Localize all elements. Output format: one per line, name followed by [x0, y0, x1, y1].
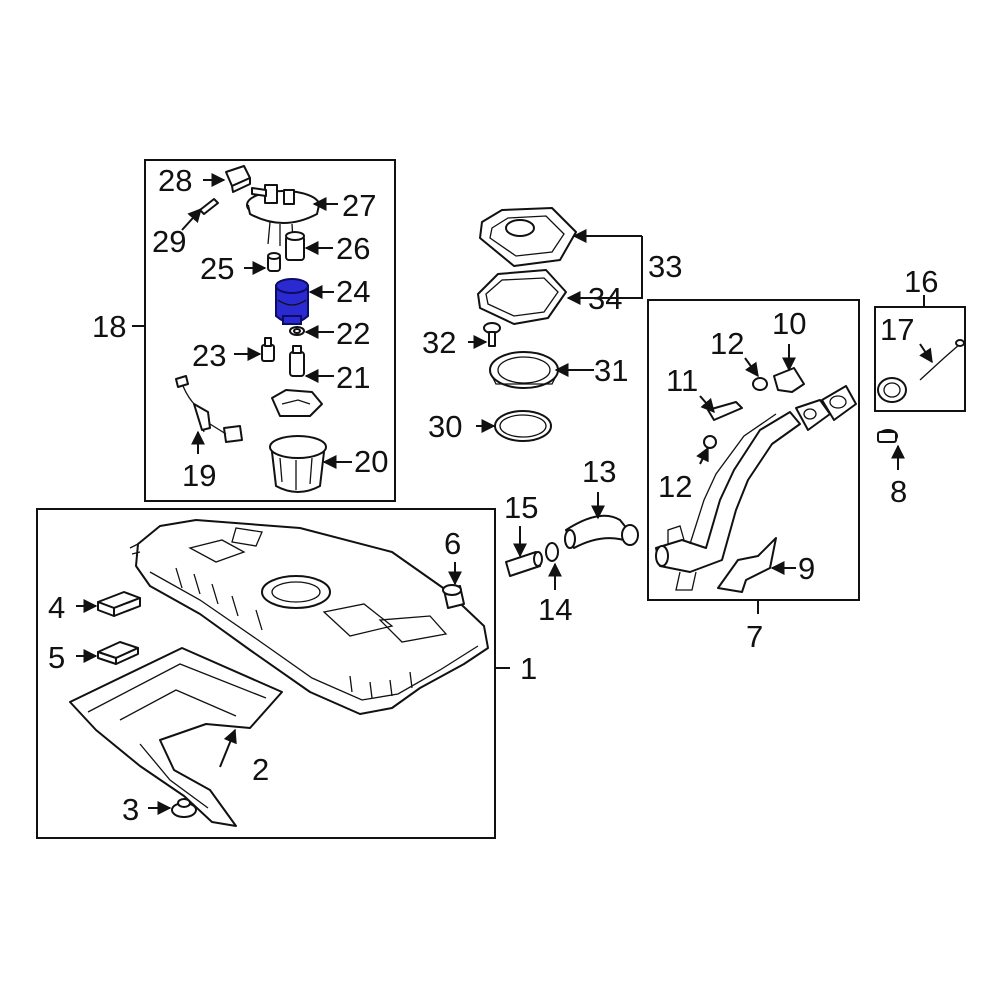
filler-neck-group-box — [647, 299, 860, 601]
callout-2[interactable]: 2 — [252, 752, 269, 787]
part-27-pump-flange[interactable] — [246, 184, 320, 246]
callout-22[interactable]: 22 — [336, 316, 370, 351]
part-23-regulator[interactable] — [261, 337, 275, 362]
part-filler-pipe[interactable] — [655, 385, 857, 591]
fuel-door-group-box — [874, 306, 966, 412]
callout-29[interactable]: 29 — [152, 224, 186, 259]
fuel-pump-group-box — [144, 159, 396, 502]
part-12-clamp-lower[interactable] — [703, 435, 717, 449]
callout-10[interactable]: 10 — [772, 306, 806, 341]
callout-33[interactable]: 33 — [648, 249, 682, 284]
part-fuel-cap[interactable] — [877, 377, 907, 403]
part-26-filter[interactable] — [285, 231, 305, 261]
part-15-hose[interactable] — [505, 551, 543, 577]
part-17-tether[interactable] — [919, 339, 965, 381]
callout-12-lower[interactable]: 12 — [658, 469, 692, 504]
part-25-sensor[interactable] — [267, 252, 281, 272]
callout-13[interactable]: 13 — [582, 454, 616, 489]
part-12-clamp-upper[interactable] — [752, 377, 768, 391]
part-29-pin[interactable] — [199, 198, 219, 215]
callout-30[interactable]: 30 — [428, 409, 462, 444]
callout-14[interactable]: 14 — [538, 592, 572, 627]
part-22-o-ring[interactable] — [289, 326, 305, 336]
callout-31[interactable]: 31 — [594, 353, 628, 388]
part-34-gasket[interactable] — [477, 269, 567, 325]
part-1-fuel-tank[interactable] — [129, 519, 489, 715]
part-11-hose[interactable] — [707, 401, 743, 421]
part-8-screw[interactable] — [877, 429, 898, 443]
callout-20[interactable]: 20 — [354, 444, 388, 479]
part-13-hose[interactable] — [564, 514, 639, 549]
callout-11[interactable]: 11 — [666, 363, 698, 398]
part-33-cover-plate[interactable] — [479, 207, 577, 267]
callout-5[interactable]: 5 — [48, 640, 65, 675]
callout-4[interactable]: 4 — [48, 590, 65, 625]
part-31-lock-ring[interactable] — [489, 351, 559, 389]
callout-15[interactable]: 15 — [504, 490, 538, 525]
part-20-reservoir[interactable] — [269, 435, 327, 493]
callout-12-upper[interactable]: 12 — [710, 326, 744, 361]
part-32-bolt[interactable] — [483, 322, 501, 347]
callout-1[interactable]: 1 — [520, 651, 537, 686]
part-4-pad[interactable] — [97, 591, 141, 617]
callout-3[interactable]: 3 — [122, 792, 139, 827]
callout-27[interactable]: 27 — [342, 188, 376, 223]
callout-8[interactable]: 8 — [890, 474, 907, 509]
callout-18[interactable]: 18 — [92, 309, 126, 344]
callout-6[interactable]: 6 — [444, 526, 461, 561]
part-14-clamp[interactable] — [545, 542, 559, 562]
callout-7[interactable]: 7 — [746, 619, 763, 654]
callout-9[interactable]: 9 — [798, 551, 815, 586]
callout-26[interactable]: 26 — [336, 231, 370, 266]
part-21-fuel-pump[interactable] — [289, 345, 305, 377]
part-3-clip[interactable] — [171, 798, 197, 818]
part-30-o-ring[interactable] — [494, 410, 552, 442]
part-10-bracket[interactable] — [773, 367, 805, 393]
part-5-pad[interactable] — [97, 641, 139, 665]
callout-28[interactable]: 28 — [158, 163, 192, 198]
callout-24[interactable]: 24 — [336, 274, 370, 309]
callout-25[interactable]: 25 — [200, 251, 234, 286]
part-9-bracket[interactable] — [717, 537, 777, 593]
leader-lines — [76, 173, 933, 815]
fuel-tank-group-box — [36, 508, 496, 839]
part-19-level-sender[interactable] — [175, 375, 243, 443]
callout-16[interactable]: 16 — [904, 264, 938, 299]
callout-23[interactable]: 23 — [192, 338, 226, 373]
part-28-connector[interactable] — [225, 165, 251, 193]
part-24-fuel-filter-highlighted[interactable] — [275, 278, 309, 325]
callout-32[interactable]: 32 — [422, 325, 456, 360]
callout-17[interactable]: 17 — [880, 312, 914, 347]
callout-21[interactable]: 21 — [336, 360, 370, 395]
part-retainer[interactable] — [271, 389, 323, 417]
callout-34[interactable]: 34 — [588, 281, 622, 316]
callout-19[interactable]: 19 — [182, 458, 216, 493]
part-2-heat-shield[interactable] — [69, 647, 283, 827]
part-6-grommet[interactable] — [442, 584, 465, 609]
callout-labels: 28 27 29 26 25 24 18 22 23 21 20 19 33 3… — [48, 163, 938, 827]
